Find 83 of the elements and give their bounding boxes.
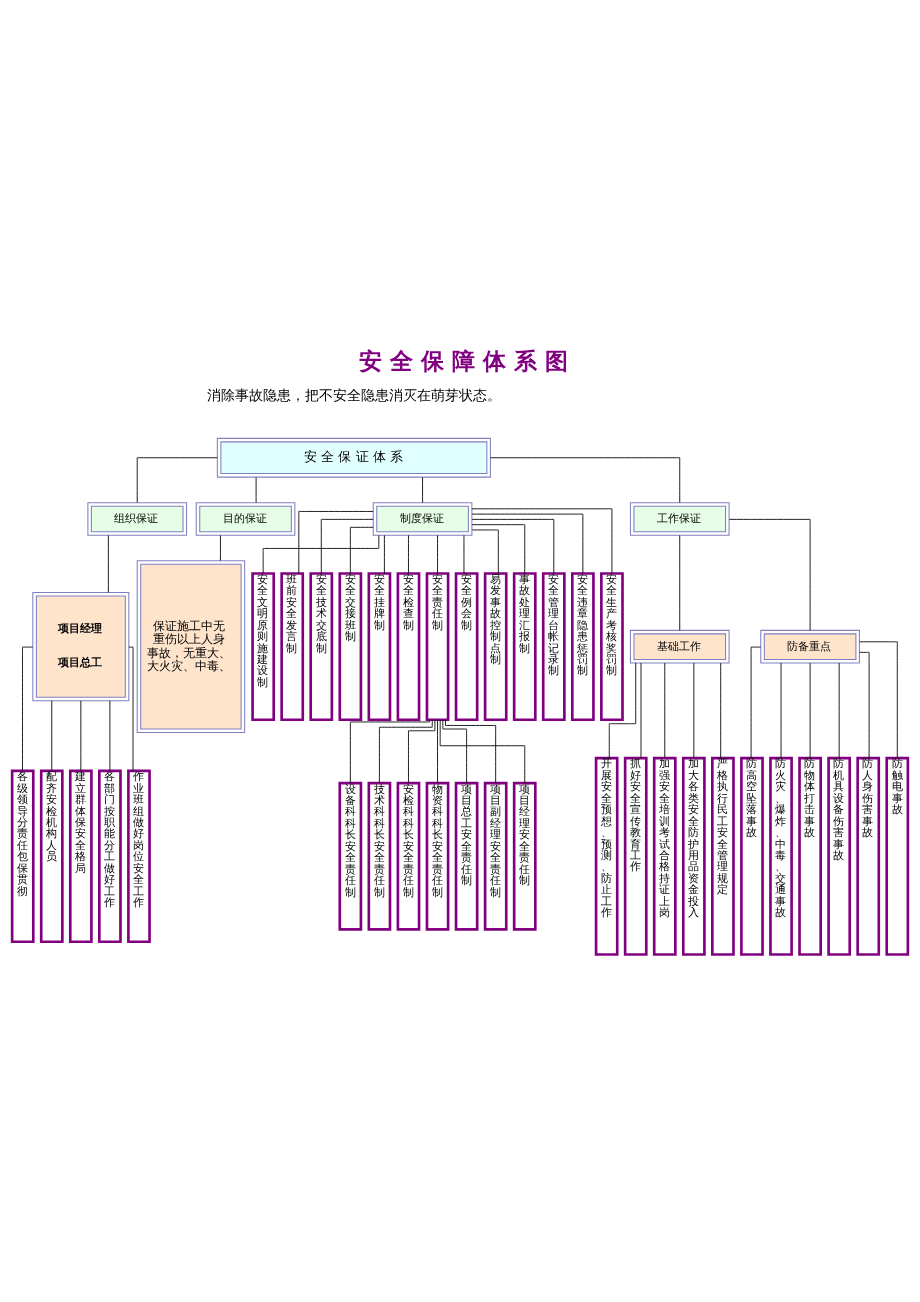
connector [437, 719, 438, 783]
connector [136, 456, 218, 503]
node-box: 制度保证 [372, 501, 473, 536]
connector [471, 513, 584, 574]
node-box: 班前安全发言制 [280, 571, 305, 721]
node-box: 严格执行民工安全管理规定 [711, 756, 735, 956]
node-box: 抓好安全宣传教育工作 [623, 756, 648, 956]
connector [728, 518, 811, 631]
node-box: 物资科科长安全责任制 [425, 781, 450, 931]
connector [442, 718, 468, 783]
node-box: 项目总工安全责任制 [454, 781, 479, 931]
connector [490, 456, 681, 503]
node-box: 各部门按职能分工做好工作 [98, 769, 122, 943]
node-box: 项目经理安全责任制 [512, 781, 537, 931]
node-box: 设备科科长安全责任制 [338, 781, 363, 931]
node-box: 开展安全预想、预测、防止工作 [594, 756, 619, 956]
node-box: 加大各类安全防护用品资金投入 [681, 756, 706, 956]
connector [349, 526, 374, 574]
connector [809, 662, 811, 758]
node-box: 建立群体保安全格局 [68, 769, 93, 943]
connector [750, 646, 761, 758]
connector [439, 719, 526, 784]
connector [693, 662, 695, 758]
node-box: 技术科科长安全责任制 [367, 781, 392, 931]
node-box: 防高空坠落事故 [740, 756, 764, 956]
diagram-title: 安 全 保 障 体 系 图 [359, 347, 568, 374]
connector [437, 534, 438, 574]
connector [445, 718, 497, 783]
connector [640, 662, 642, 758]
node-box: 作业班组做好岗位安全工作 [127, 769, 151, 943]
connector [128, 646, 134, 771]
connector [378, 718, 433, 784]
node-box: 安全例会制 [454, 571, 479, 721]
connector [349, 718, 431, 783]
node-box: 防触电事故 [885, 756, 910, 956]
node-box: 安全责任制 [425, 571, 450, 721]
node-box: 安全文明原则施建设制 [251, 571, 276, 721]
node-box: 配齐安检机构人员 [39, 769, 64, 943]
node-box: 安全技术交底制 [309, 571, 334, 721]
node-box: 安全挂牌制 [367, 571, 392, 721]
connector [780, 662, 782, 758]
node-box: 防火灾、爆炸、中毒、交通事故 [769, 756, 793, 956]
node-box: 各级领导分责任包保贯彻 [10, 769, 35, 943]
connector [859, 651, 870, 758]
connector [408, 718, 436, 783]
connector [471, 518, 555, 574]
node-box: 防机具设备伤害事故 [827, 756, 852, 956]
label: 消除事故隐患，把不安全隐患消灭在萌芽状态。 [206, 386, 501, 403]
connector [298, 510, 374, 574]
connector [463, 534, 465, 574]
connector [107, 534, 109, 593]
node-box: 易发事故控制点制 [483, 571, 508, 721]
connector [262, 534, 380, 574]
connector [80, 699, 82, 771]
connector [471, 529, 499, 574]
node-box: 加强安全培训考试合格持证上岗 [652, 756, 677, 956]
connector [22, 646, 34, 771]
connector [608, 662, 637, 758]
connector [859, 640, 898, 758]
connector [664, 662, 666, 758]
node-box: 安检科科长安全责任制 [396, 781, 421, 931]
node-box: 项目副经理安全责任制 [483, 781, 508, 931]
connector [471, 507, 613, 574]
connector [220, 534, 221, 561]
node-box: 安全检查制 [396, 571, 421, 721]
node-box: 事故处理汇报制 [512, 571, 537, 721]
node-box: 目的保证 [195, 501, 296, 536]
node-box: 防人身伤害事故 [856, 756, 881, 956]
node-box: 安全交接班制 [338, 571, 363, 721]
connector [422, 476, 423, 503]
connector [720, 662, 722, 758]
connector [383, 534, 385, 574]
node-box: 安全管理台帐记录制 [541, 571, 566, 721]
node-box: 防物体打击事故 [798, 756, 822, 956]
node-box: 安全违章隐患惩罚制 [570, 571, 595, 721]
connector [109, 699, 111, 771]
node-box: 安全生产考核奖罚制 [600, 571, 624, 721]
connector [320, 518, 374, 574]
connector [471, 523, 526, 574]
connector [51, 699, 53, 771]
connector [408, 534, 409, 574]
connector [679, 534, 681, 631]
connector [838, 662, 840, 758]
